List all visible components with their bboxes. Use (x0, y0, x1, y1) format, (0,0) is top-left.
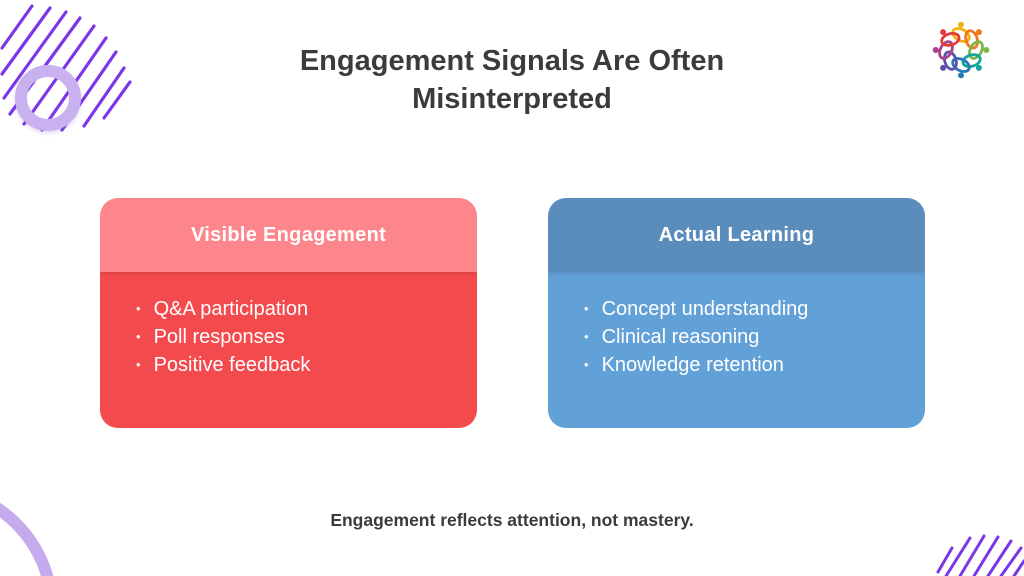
list-item: Clinical reasoning (584, 324, 909, 352)
card-visible-engagement-header: Visible Engagement (100, 198, 477, 272)
actual-learning-list: Concept understanding Clinical reasoning… (548, 272, 925, 380)
card-actual-learning-body: Concept understanding Clinical reasoning… (548, 272, 925, 428)
list-item: Q&A participation (136, 296, 461, 324)
list-item: Concept understanding (584, 296, 909, 324)
card-visible-engagement: Visible Engagement Q&A participation Pol… (100, 198, 477, 428)
card-visible-engagement-title: Visible Engagement (190, 223, 387, 246)
visible-engagement-list: Q&A participation Poll responses Positiv… (100, 272, 477, 380)
list-item: Positive feedback (136, 352, 461, 380)
card-actual-learning: Actual Learning Concept understanding Cl… (548, 198, 925, 428)
list-item: Knowledge retention (584, 352, 909, 380)
community-ring-logo-icon (932, 21, 990, 79)
list-item: Poll responses (136, 324, 461, 352)
ring-decoration (15, 65, 81, 131)
slide-title: Engagement Signals Are Often Misinterpre… (299, 45, 725, 116)
card-visible-engagement-body: Q&A participation Poll responses Positiv… (100, 272, 477, 428)
card-actual-learning-header: Actual Learning (548, 198, 925, 272)
footer-takeaway: Engagement reflects attention, not maste… (330, 510, 694, 530)
card-actual-learning-title: Actual Learning (658, 223, 815, 246)
